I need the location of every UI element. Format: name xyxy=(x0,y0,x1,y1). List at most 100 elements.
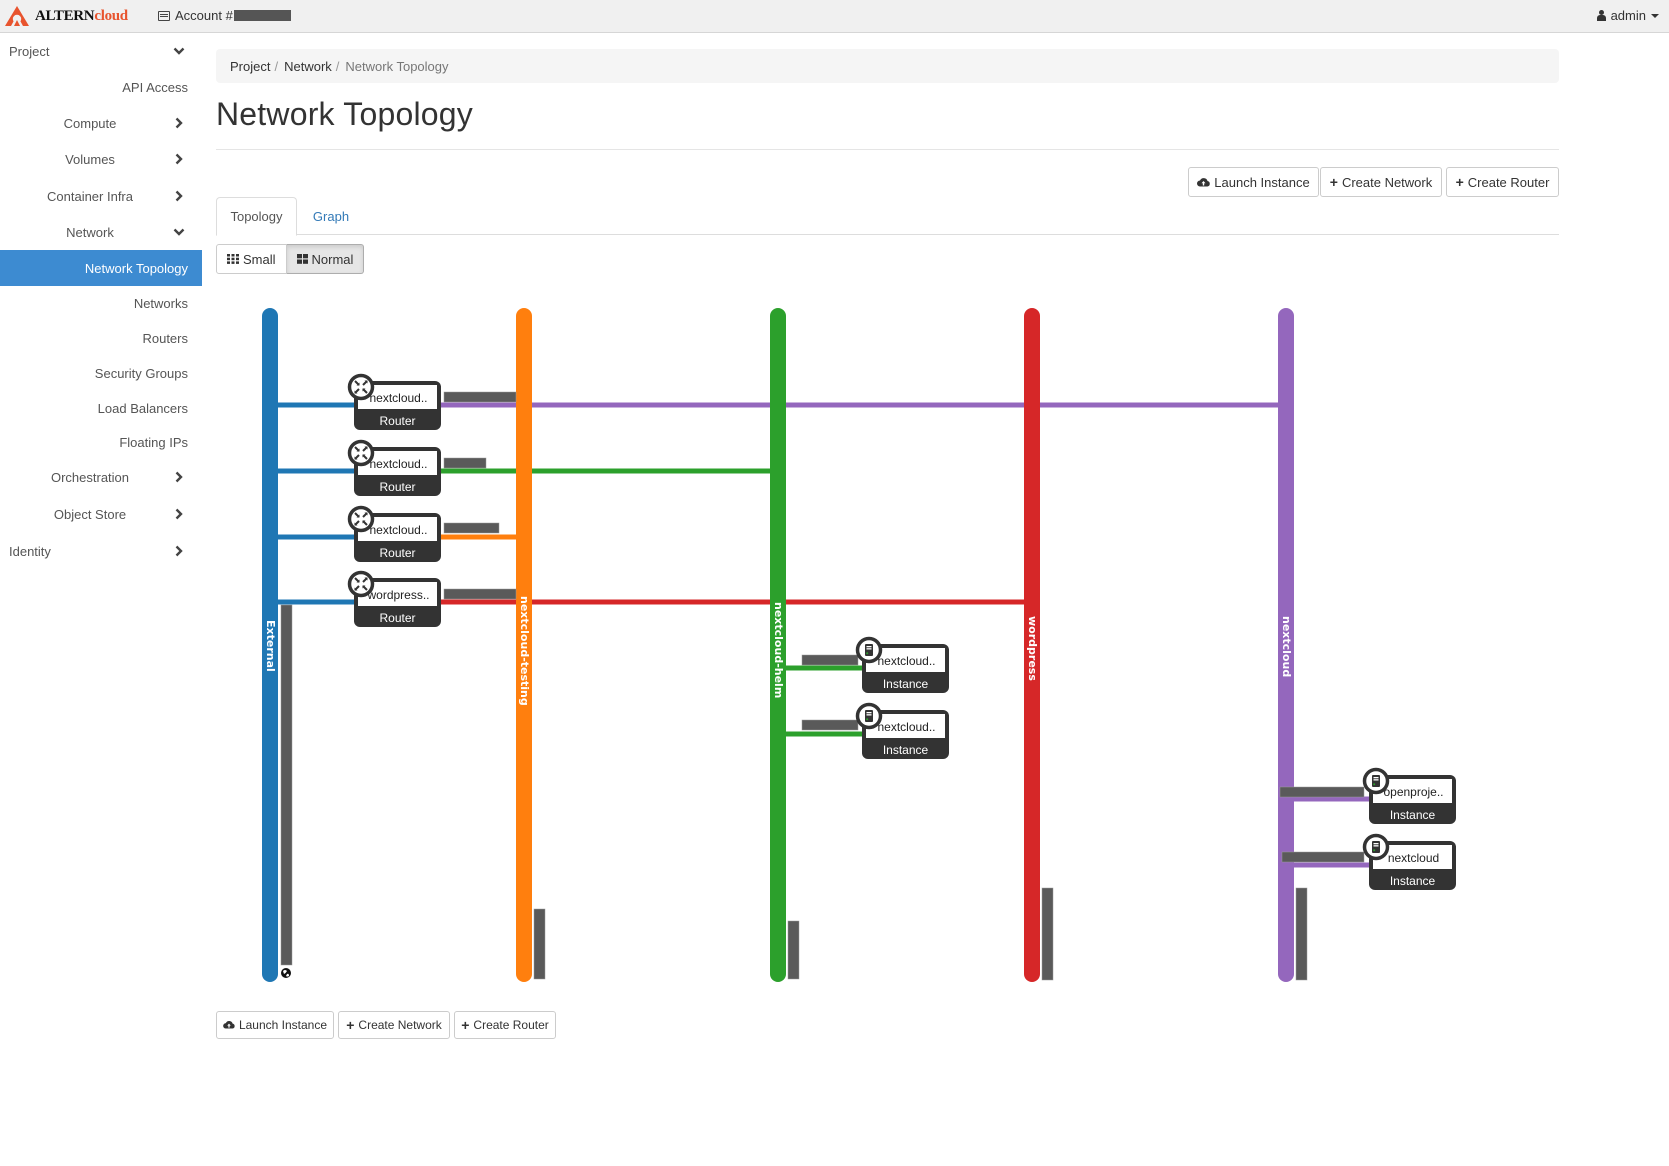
sidebar-item-network[interactable]: Network xyxy=(0,214,202,250)
brand-logo[interactable]: ALTERNcloud xyxy=(4,4,128,28)
sidebar-item-network-topology[interactable]: Network Topology xyxy=(0,250,202,286)
status-indicator xyxy=(866,718,869,721)
redacted-addresses xyxy=(280,391,1365,981)
network-label: nextcloud-helm xyxy=(772,602,785,698)
router-node[interactable]: wordpress..Router xyxy=(347,570,442,628)
sidebar-item-volumes[interactable]: Volumes xyxy=(0,141,202,177)
small-view-label: Small xyxy=(243,251,276,267)
sidebar-item-label: Volumes xyxy=(65,151,115,167)
view-size-toggle: Small Normal xyxy=(216,244,365,274)
sidebar-item-identity[interactable]: Identity xyxy=(0,533,202,569)
create-router-button[interactable]: + Create Router xyxy=(1446,167,1559,197)
sidebar-item-object-store[interactable]: Object Store xyxy=(0,496,202,532)
router-node[interactable]: nextcloud.. Router xyxy=(347,439,442,497)
sidebar-item-label: Floating IPs xyxy=(119,434,188,450)
network-label: External xyxy=(264,620,277,672)
status-indicator xyxy=(1373,783,1376,786)
sidebar-item-label: Load Balancers xyxy=(97,400,188,416)
node-name: nextcloud.. xyxy=(369,523,427,537)
node-type-label: Instance xyxy=(883,677,929,691)
launch-instance-button-bottom[interactable]: Launch Instance xyxy=(216,1011,334,1039)
cloud-upload-icon xyxy=(1197,175,1211,190)
node-name: nextcloud.. xyxy=(369,457,427,471)
launch-instance-button[interactable]: Launch Instance xyxy=(1188,167,1319,197)
sidebar-item-container-infra[interactable]: Container Infra xyxy=(0,178,202,214)
redacted-address xyxy=(1279,786,1365,798)
network-bar[interactable] xyxy=(1278,308,1294,982)
top-navbar: ALTERNcloud Account # admin xyxy=(0,0,1669,33)
router-icon xyxy=(347,570,375,598)
breadcrumb-network[interactable]: Network xyxy=(284,58,332,74)
tab-topology[interactable]: Topology xyxy=(216,197,297,236)
network-label: nextcloud-testing xyxy=(518,596,531,706)
instance-node[interactable]: nextcloud..Instance xyxy=(855,636,950,694)
user-name: admin xyxy=(1610,8,1646,23)
node-type-label: Router xyxy=(379,480,415,494)
server-icon xyxy=(1362,833,1390,861)
sidebar-item-label: Network xyxy=(66,224,114,240)
network-bar[interactable] xyxy=(516,308,532,982)
normal-view-button[interactable]: Normal xyxy=(286,244,365,274)
network-bar[interactable] xyxy=(262,308,278,982)
network-nextcloud[interactable]: nextcloud xyxy=(1278,308,1294,982)
network-bar[interactable] xyxy=(1024,308,1040,982)
sidebar-item-compute[interactable]: Compute xyxy=(0,105,202,141)
sidebar-item-security-groups[interactable]: Security Groups xyxy=(0,355,202,391)
user-menu[interactable]: admin xyxy=(1596,8,1659,23)
small-view-button[interactable]: Small xyxy=(216,244,287,274)
network-label: wordpress xyxy=(1026,616,1039,681)
sidebar-item-networks[interactable]: Networks xyxy=(0,285,202,321)
router-node[interactable]: nextcloud..Router xyxy=(347,373,442,431)
create-network-button-bottom[interactable]: + Create Network xyxy=(338,1011,450,1039)
node-name: wordpress.. xyxy=(366,588,429,602)
cloud-upload-icon xyxy=(223,1018,235,1032)
network-wordpress[interactable]: wordpress xyxy=(1024,308,1040,982)
breadcrumb-project[interactable]: Project xyxy=(230,58,271,74)
router-node[interactable]: nextcloud..Router xyxy=(347,505,442,563)
instance-node[interactable]: openproje..Instance xyxy=(1362,767,1457,825)
node-type-label: Instance xyxy=(883,743,929,757)
user-icon xyxy=(1596,10,1606,21)
tab-graph-label: Graph xyxy=(312,208,350,224)
sidebar-item-orchestration[interactable]: Orchestration xyxy=(0,459,202,495)
sidebar-item-label: Compute xyxy=(63,115,117,131)
redacted-address xyxy=(443,391,517,403)
sidebar-item-load-balancers[interactable]: Load Balancers xyxy=(0,390,202,426)
network-bar[interactable] xyxy=(770,308,786,982)
breadcrumb-network-topology: Network Topology xyxy=(345,58,449,74)
redacted-address xyxy=(787,920,800,980)
server-icon xyxy=(855,636,883,664)
breadcrumb-separator: / xyxy=(335,58,340,74)
sidebar-item-label: Routers xyxy=(142,330,188,346)
network-External[interactable]: External xyxy=(262,308,278,982)
network-nextcloud-helm[interactable]: nextcloud-helm xyxy=(770,308,786,982)
account-label: Account # xyxy=(175,8,233,23)
plus-icon: + xyxy=(461,1017,470,1033)
chevron-right-icon xyxy=(173,117,185,129)
page-title: Network Topology xyxy=(216,96,473,132)
brand-logo-icon xyxy=(5,6,29,26)
redacted-address xyxy=(443,457,487,469)
chevron-right-icon xyxy=(173,471,185,483)
redacted-address xyxy=(1041,887,1054,981)
sidebar-item-floating-ips[interactable]: Floating IPs xyxy=(0,424,202,460)
sidebar-item-project[interactable]: Project xyxy=(0,33,202,69)
create-network-button[interactable]: + Create Network xyxy=(1320,167,1442,197)
network-nextcloud-testing[interactable]: nextcloud-testing xyxy=(516,308,532,982)
tab-graph[interactable]: Graph xyxy=(300,197,362,235)
account-selector[interactable]: Account # xyxy=(158,8,291,23)
create-router-button-bottom[interactable]: + Create Router xyxy=(454,1011,556,1039)
sidebar-item-api-access[interactable]: API Access xyxy=(0,69,202,105)
router-icon xyxy=(347,505,375,533)
chevron-right-icon xyxy=(173,153,185,165)
create-network-label: Create Network xyxy=(1341,174,1433,190)
account-icon xyxy=(158,10,170,21)
chevron-right-icon xyxy=(173,508,185,520)
sidebar-item-label: API Access xyxy=(122,79,188,95)
redacted-address xyxy=(443,588,517,600)
server-icon xyxy=(1362,767,1390,795)
instance-node[interactable]: nextcloud..Instance xyxy=(855,702,950,760)
sidebar-item-routers[interactable]: Routers xyxy=(0,320,202,356)
